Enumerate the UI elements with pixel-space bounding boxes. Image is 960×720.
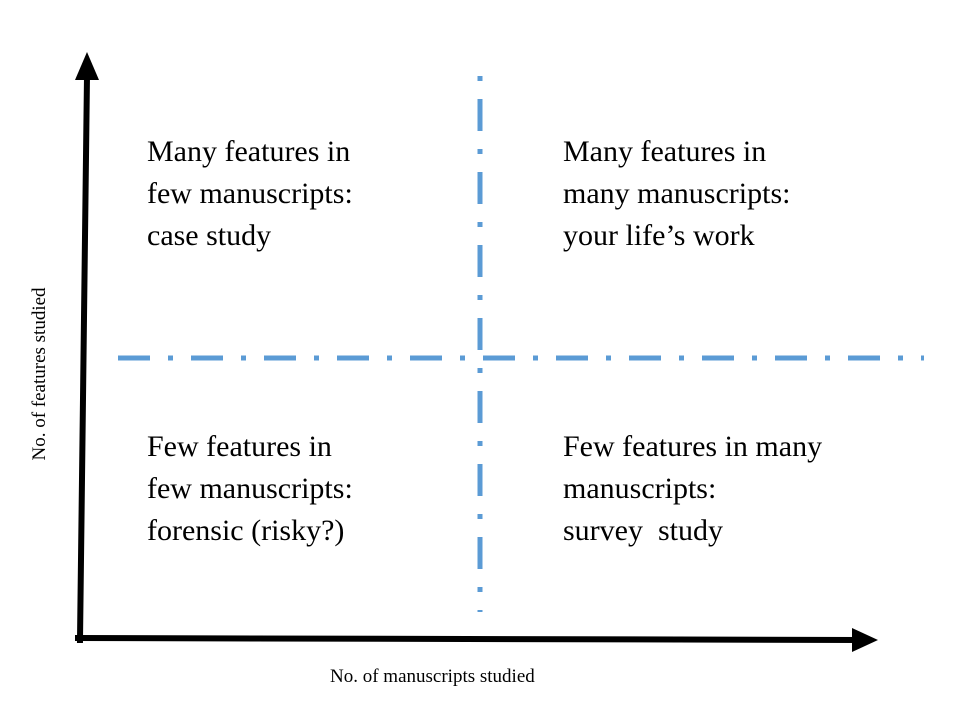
- quadrant-top-left: Many features in few manuscripts: case s…: [147, 131, 353, 257]
- quadrant-bottom-left: Few features in few manuscripts: forensi…: [147, 426, 353, 552]
- quadrant-line: Many features in: [563, 135, 767, 168]
- x-axis-arrowhead: [852, 628, 878, 652]
- quadrant-line: Few features in many: [563, 430, 823, 463]
- quadrant-line: few manuscripts:: [147, 177, 353, 210]
- quadrant-line: manuscripts:: [563, 472, 717, 505]
- quadrant-line: case study: [147, 219, 272, 252]
- x-axis-line: [74, 634, 860, 644]
- quadrant-top-right: Many features in many manuscripts: your …: [563, 131, 790, 257]
- y-axis-line: [76, 72, 91, 644]
- x-axis-label: No. of manuscripts studied: [330, 666, 535, 687]
- quadrant-line: many manuscripts:: [563, 177, 791, 210]
- quadrant-line: Few features in: [147, 430, 332, 463]
- quadrant-line: survey study: [563, 514, 723, 547]
- quadrant-line: forensic (risky?): [147, 514, 345, 547]
- quadrant-line: your life’s work: [563, 219, 755, 252]
- quadrant-bottom-right: Few features in many manuscripts: survey…: [563, 426, 822, 552]
- y-axis-label: No. of features studied: [29, 287, 50, 461]
- y-axis-arrowhead: [75, 52, 99, 80]
- quadrant-line: few manuscripts:: [147, 472, 353, 505]
- quadrant-line: Many features in: [147, 135, 351, 168]
